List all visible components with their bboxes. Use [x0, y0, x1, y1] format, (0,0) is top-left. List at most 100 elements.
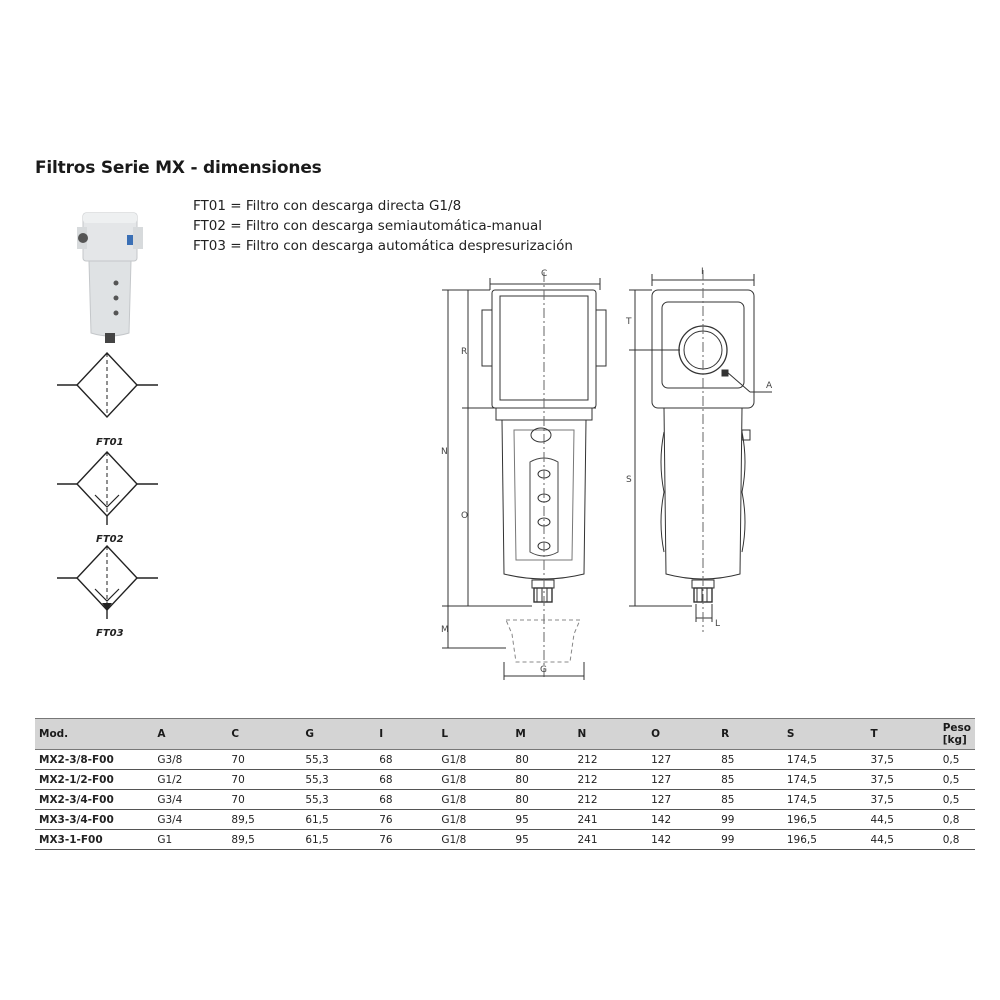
table-cell: 68 [375, 749, 438, 770]
table-cell: 0,8 [938, 829, 975, 850]
dim-label-t: T [625, 317, 632, 327]
col-g: G [301, 718, 376, 750]
dim-label-g: G [540, 665, 547, 675]
table-cell: 68 [375, 789, 438, 810]
col-o: O [647, 718, 718, 750]
table-cell: 76 [375, 809, 438, 830]
dim-label-c: C [541, 269, 547, 279]
table-cell: 80 [511, 789, 574, 810]
table-cell: G1/8 [437, 789, 512, 810]
table-header-row: Mod. A C G I L M N O R S T Peso [kg] [35, 718, 975, 750]
symbol-ft02 [57, 450, 158, 525]
table-cell: 80 [511, 749, 574, 770]
table-cell: G1/8 [437, 749, 512, 770]
table-cell: G3/8 [153, 749, 228, 770]
table-cell: G1 [153, 829, 228, 850]
table-cell: G3/4 [153, 809, 228, 830]
table-cell: 55,3 [301, 769, 376, 790]
table-cell: MX2-3/8-F00 [35, 749, 154, 770]
legend-ft01: FT01 = Filtro con descarga directa G1/8 [193, 198, 462, 214]
table-cell: 127 [647, 769, 718, 790]
table-cell: 99 [717, 829, 783, 850]
symbol-ft03-label: FT03 [96, 628, 124, 639]
dim-label-m: M [441, 625, 449, 635]
legend: FT01 = Filtro con descarga directa G1/8 … [193, 196, 573, 256]
col-mod: Mod. [35, 718, 154, 750]
table-cell: 70 [227, 789, 302, 810]
table-cell: 142 [647, 829, 718, 850]
table-cell: 0,5 [938, 789, 975, 810]
table-cell: 0,8 [938, 809, 975, 830]
legend-ft02: FT02 = Filtro con descarga semiautomátic… [193, 218, 543, 234]
table-cell: 0,5 [938, 749, 975, 770]
table-cell: 55,3 [301, 789, 376, 810]
table-cell: 44,5 [866, 829, 939, 850]
table-cell: 44,5 [866, 809, 939, 830]
col-c: C [227, 718, 302, 750]
table-cell: 85 [717, 749, 783, 770]
table-cell: 196,5 [782, 829, 867, 850]
table-cell: G1/2 [153, 769, 228, 790]
table-cell: G1/8 [437, 829, 512, 850]
col-l: L [437, 718, 512, 750]
table-cell: 68 [375, 769, 438, 790]
symbol-ft01-label: FT01 [96, 437, 124, 448]
dim-label-o: O [461, 511, 468, 521]
dimensions-table: Mod. A C G I L M N O R S T Peso [kg] MX2… [35, 718, 975, 850]
col-i: I [375, 718, 438, 750]
col-r: R [717, 718, 783, 750]
dim-label-a: A [766, 381, 773, 391]
filter-product-photo [77, 212, 143, 343]
dim-label-n: N [441, 447, 448, 457]
symbol-ft02-label: FT02 [96, 534, 124, 545]
col-m: M [511, 718, 574, 750]
col-a: A [153, 718, 228, 750]
table-cell: 61,5 [301, 809, 376, 830]
table-cell: MX2-3/4-F00 [35, 789, 154, 810]
technical-drawing: C R N O M G I T S L A [441, 267, 773, 680]
table-cell: 174,5 [782, 789, 867, 810]
table-cell: G1/8 [437, 769, 512, 790]
table-cell: G3/4 [153, 789, 228, 810]
table-cell: 95 [511, 829, 574, 850]
table-cell: 80 [511, 769, 574, 790]
table-cell: 241 [573, 829, 648, 850]
table-cell: MX3-1-F00 [35, 829, 154, 850]
table-cell: 70 [227, 749, 302, 770]
symbol-ft01 [57, 351, 158, 419]
table-cell: G1/8 [437, 809, 512, 830]
table-cell: 212 [573, 749, 648, 770]
table-cell: 99 [717, 809, 783, 830]
table-cell: 85 [717, 789, 783, 810]
legend-ft03: FT03 = Filtro con descarga automática de… [193, 238, 573, 254]
table-cell: 37,5 [866, 749, 939, 770]
table-cell: 85 [717, 769, 783, 790]
table-cell: 70 [227, 769, 302, 790]
table-cell: 127 [647, 749, 718, 770]
table-cell: 37,5 [866, 789, 939, 810]
table-cell: 61,5 [301, 829, 376, 850]
table-cell: 174,5 [782, 749, 867, 770]
table-cell: 241 [573, 809, 648, 830]
dim-label-r: R [461, 347, 467, 357]
table-cell: 55,3 [301, 749, 376, 770]
table-cell: 95 [511, 809, 574, 830]
col-n: N [573, 718, 648, 750]
table-cell: 142 [647, 809, 718, 830]
col-s: S [782, 718, 867, 750]
page-title: Filtros Serie MX - dimensiones [35, 158, 322, 178]
table-cell: MX3-3/4-F00 [35, 809, 154, 830]
col-peso: Peso [kg] [938, 718, 975, 750]
table-cell: 0,5 [938, 769, 975, 790]
col-t: T [866, 718, 939, 750]
dim-label-s: S [626, 475, 632, 485]
table-cell: 212 [573, 769, 648, 790]
table-cell: 174,5 [782, 769, 867, 790]
table-cell: 37,5 [866, 769, 939, 790]
symbol-ft03 [57, 544, 158, 619]
table-cell: 212 [573, 789, 648, 810]
